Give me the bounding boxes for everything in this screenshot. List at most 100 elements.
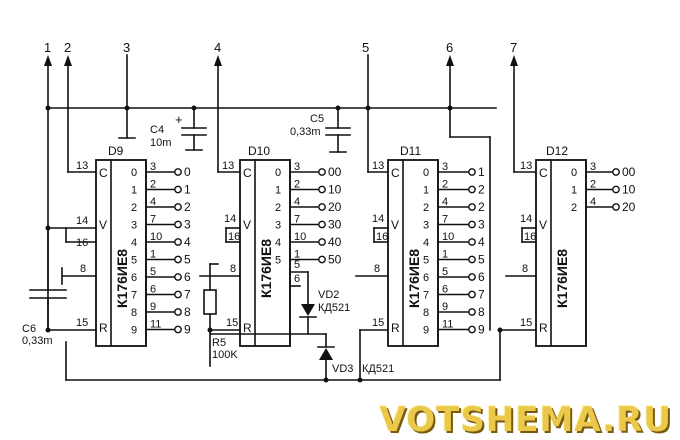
terminal-3: 3 bbox=[118, 40, 136, 139]
supply-rail bbox=[45, 105, 497, 111]
pin-index: 9 bbox=[131, 325, 137, 337]
pin-index: 3 bbox=[423, 220, 429, 232]
output-terminal bbox=[612, 203, 620, 211]
capacitor-c6: C6 0,33m bbox=[22, 227, 67, 347]
pin-number: 11 bbox=[442, 319, 453, 331]
svg-text:R: R bbox=[391, 321, 400, 335]
pin-index: 1 bbox=[275, 185, 281, 197]
svg-text:КД521: КД521 bbox=[362, 363, 394, 375]
pin-number: 4 bbox=[442, 196, 448, 208]
svg-text:14: 14 bbox=[76, 215, 88, 227]
pin-index: 2 bbox=[275, 202, 281, 214]
diode-vd3: VD3 КД521 bbox=[317, 333, 394, 381]
pin-index: 5 bbox=[423, 255, 429, 267]
svg-text:16: 16 bbox=[376, 231, 388, 243]
svg-text:16: 16 bbox=[76, 237, 88, 249]
svg-text:14: 14 bbox=[224, 213, 236, 225]
output-terminal bbox=[468, 290, 476, 299]
svg-text:V: V bbox=[539, 218, 547, 232]
site-watermark: VOTSHEMA.RU bbox=[379, 400, 672, 440]
output-label: 40 bbox=[328, 235, 342, 249]
pin-number: 4 bbox=[150, 196, 156, 208]
output-label: 00 bbox=[622, 165, 636, 179]
pin-index: 4 bbox=[423, 237, 429, 249]
output-terminal bbox=[318, 168, 326, 176]
output-label: 50 bbox=[328, 253, 342, 267]
output-terminal bbox=[468, 325, 476, 334]
pin-number: 11 bbox=[150, 319, 161, 331]
output-terminal bbox=[174, 168, 182, 176]
svg-text:V: V bbox=[391, 218, 399, 232]
svg-text:D9: D9 bbox=[108, 144, 124, 158]
output-label: 9 bbox=[184, 323, 191, 337]
pin-number: 2 bbox=[294, 179, 300, 191]
output-label: 30 bbox=[328, 218, 342, 232]
output-terminal bbox=[468, 185, 476, 194]
output-terminal bbox=[174, 220, 182, 229]
svg-text:C: C bbox=[539, 166, 548, 180]
pin-number: 10 bbox=[442, 231, 454, 243]
output-terminal bbox=[174, 185, 182, 194]
svg-text:13: 13 bbox=[76, 160, 88, 172]
output-terminal bbox=[174, 238, 182, 246]
pin-number: 3 bbox=[590, 161, 596, 173]
svg-text:R: R bbox=[99, 321, 108, 335]
svg-text:D11: D11 bbox=[400, 144, 421, 158]
svg-text:4: 4 bbox=[214, 40, 221, 55]
svg-text:8: 8 bbox=[522, 263, 528, 275]
terminal-2: 2 bbox=[64, 40, 97, 173]
svg-text:0,33m: 0,33m bbox=[290, 126, 321, 138]
svg-text:V: V bbox=[243, 218, 251, 232]
terminal-4: 4 bbox=[214, 40, 241, 173]
output-terminal bbox=[468, 238, 476, 246]
pin-number: 7 bbox=[294, 214, 300, 226]
pin-index: 9 bbox=[423, 325, 429, 337]
svg-text:C5: C5 bbox=[310, 113, 324, 125]
output-label: 2 bbox=[478, 183, 485, 197]
output-terminal bbox=[468, 308, 476, 316]
output-label: 6 bbox=[184, 270, 191, 284]
pin-number: 3 bbox=[442, 161, 448, 173]
pin-number: 9 bbox=[442, 301, 448, 313]
svg-text:C: C bbox=[391, 166, 400, 180]
output-label: 2 bbox=[478, 200, 485, 214]
output-label: 5 bbox=[478, 253, 485, 267]
chip-d12: D12 C V R К176ИЕ8 012 bbox=[535, 144, 587, 347]
pin-index: 0 bbox=[423, 167, 429, 179]
output-terminal bbox=[468, 220, 476, 229]
svg-text:R: R bbox=[539, 321, 548, 335]
pin-number: 9 bbox=[150, 301, 156, 313]
svg-text:15: 15 bbox=[226, 317, 238, 329]
pin-index: 4 bbox=[131, 237, 137, 249]
svg-text:0,33m: 0,33m bbox=[22, 335, 53, 347]
output-label: 0 bbox=[184, 165, 191, 179]
output-label: 2 bbox=[184, 200, 191, 214]
output-terminal bbox=[468, 203, 476, 211]
pin-index: 3 bbox=[275, 220, 281, 232]
svg-text:КД521: КД521 bbox=[318, 302, 350, 314]
pin-number: 1 bbox=[442, 249, 448, 261]
svg-text:14: 14 bbox=[520, 213, 532, 225]
pin-number: 10 bbox=[294, 231, 306, 243]
svg-text:К176ИЕ8: К176ИЕ8 bbox=[554, 249, 570, 308]
pin-number: 6 bbox=[150, 284, 156, 296]
terminal-6: 6 bbox=[446, 40, 491, 331]
output-label: 00 bbox=[328, 165, 342, 179]
d12-inputs: 13 14 16 8 15 bbox=[505, 160, 537, 329]
d10-pin5-pin6: 5 6 bbox=[289, 259, 309, 305]
pin-number: 2 bbox=[150, 179, 156, 191]
output-label: 5 bbox=[184, 253, 191, 267]
pin-index: 1 bbox=[423, 185, 429, 197]
svg-text:6: 6 bbox=[294, 273, 300, 285]
pin-index: 8 bbox=[423, 307, 429, 319]
svg-text:6: 6 bbox=[446, 40, 453, 55]
output-label: 10 bbox=[328, 183, 342, 197]
svg-text:14: 14 bbox=[372, 213, 384, 225]
reset-bus bbox=[65, 327, 537, 383]
svg-text:К176ИЕ8: К176ИЕ8 bbox=[114, 249, 130, 308]
svg-text:C: C bbox=[243, 166, 252, 180]
